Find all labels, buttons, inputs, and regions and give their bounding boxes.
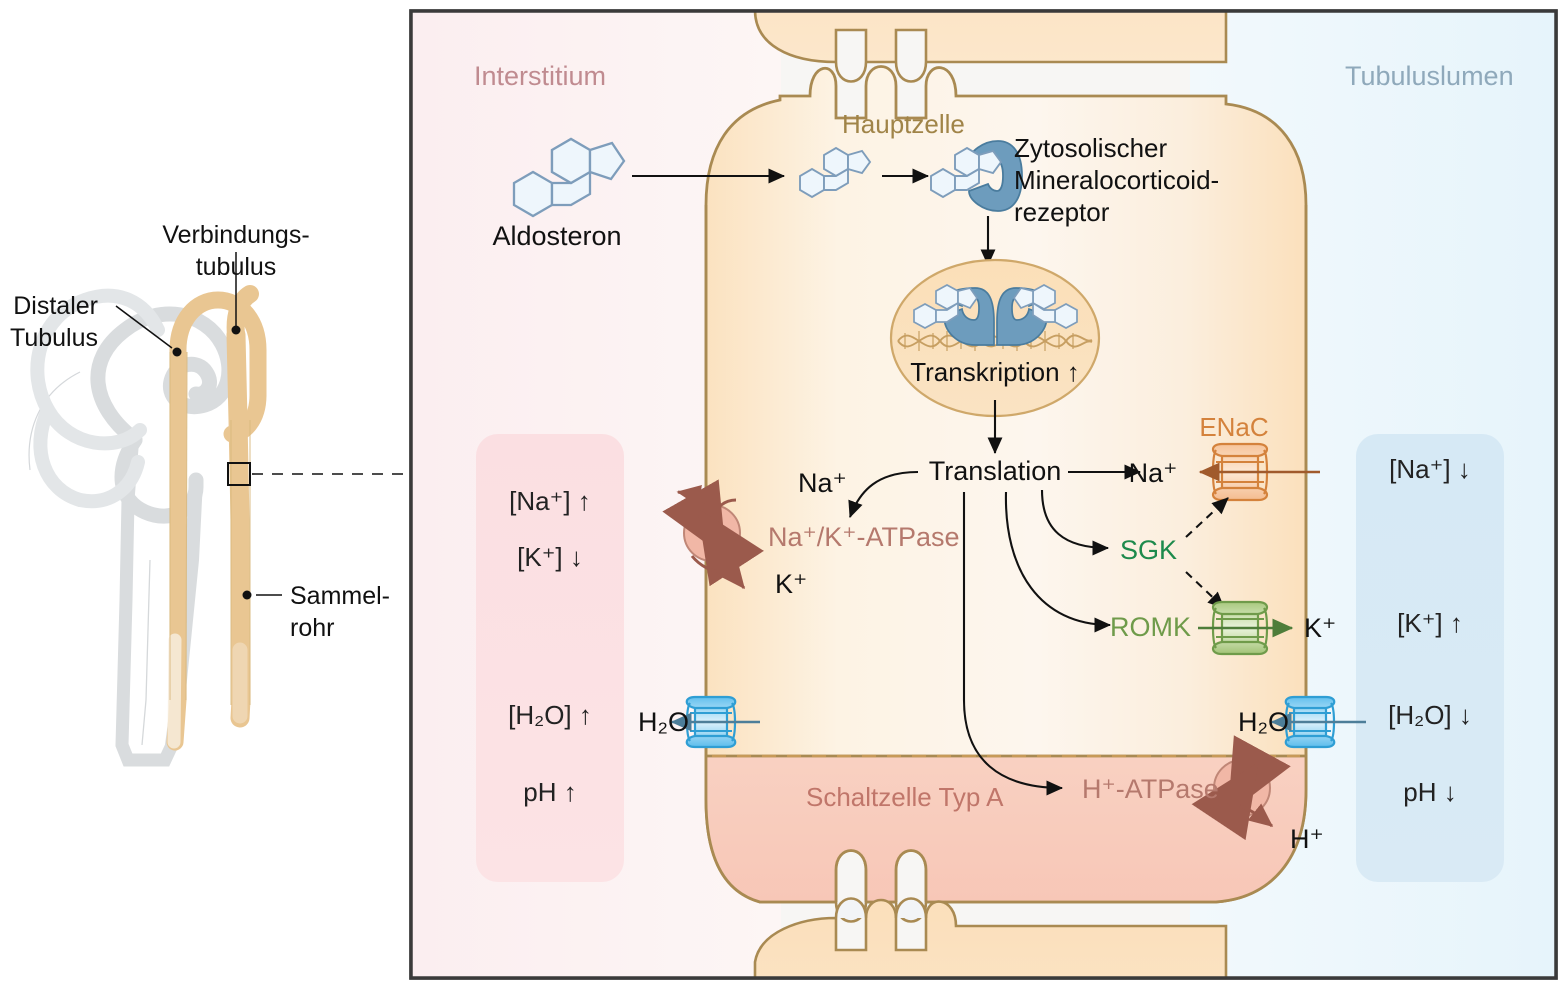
label-k-in: K⁺ — [775, 569, 807, 599]
lumen-value-h2o: [H₂O] ↓ — [1388, 700, 1472, 730]
label-sammelrohr-line1: Sammel- — [290, 582, 390, 610]
h-atpase-pump-icon — [1191, 735, 1291, 841]
lower-cell-partial — [753, 898, 1228, 978]
label-distal-tubulus-line1: Distaler — [13, 292, 98, 320]
label-verbindungstubulus-line1: Verbindungs- — [162, 221, 309, 249]
interstitium-value-k: [K⁺] ↓ — [517, 542, 583, 572]
label-tubuluslumen: Tubuluslumen — [1345, 61, 1514, 91]
interstitium-values-box — [476, 434, 624, 882]
label-sgk: SGK — [1120, 535, 1177, 565]
interstitium-value-na: [Na⁺] ↑ — [509, 486, 591, 516]
aldosterone-molecule-icon — [512, 137, 626, 218]
label-distal-tubulus-line2: Tubulus — [10, 324, 98, 352]
arrow-translation-to-sgk — [1040, 489, 1110, 556]
upper-cell-partial — [753, 11, 1228, 64]
arrow-sgk-to-enac — [1185, 497, 1229, 538]
label-translation: Translation — [929, 456, 1062, 486]
label-aldosteron: Aldosteron — [492, 221, 621, 251]
label-receptor-line2: Mineralocorticoid- — [1014, 165, 1219, 195]
label-receptor-line1: Zytosolischer — [1014, 133, 1167, 163]
label-enac: ENaC — [1199, 412, 1268, 442]
label-h-atpase: H⁺-ATPase — [1082, 774, 1219, 804]
label-receptor-line3: rezeptor — [1014, 197, 1110, 227]
label-sammelrohr-line2: rohr — [290, 614, 334, 642]
label-transkription: Transkription ↑ — [910, 357, 1080, 387]
label-interstitium: Interstitium — [474, 61, 606, 91]
lumen-values-box — [1356, 434, 1504, 882]
label-romk-k-ion: K⁺ — [1304, 613, 1336, 643]
label-h2o-left: H₂O — [638, 707, 689, 737]
interstitium-value-ph: pH ↑ — [523, 777, 576, 807]
label-h2o-right: H₂O — [1238, 707, 1289, 737]
receptor-dimer-icon — [913, 284, 1078, 346]
aldosterone-molecule-small-icon — [799, 146, 872, 199]
na-k-atpase-pump-icon — [662, 479, 764, 590]
nephron-dot-distal — [172, 347, 182, 357]
interstitium-value-h2o: [H₂O] ↑ — [508, 700, 592, 730]
panel-border — [409, 9, 1558, 980]
label-schaltzelle-typ-a: Schaltzelle Typ A — [806, 782, 1004, 812]
nephron-dot-connecting — [231, 325, 241, 335]
lumen-value-ph: pH ↓ — [1403, 777, 1456, 807]
label-romk: ROMK — [1110, 612, 1191, 642]
mineralocorticoid-receptor-icon — [930, 140, 1023, 212]
nephron-inset-box — [227, 462, 251, 486]
label-na-out: Na⁺ — [798, 468, 847, 498]
label-enac-na-ion: Na⁺ — [1129, 458, 1178, 488]
main-panel: [Na⁺] ↑ [K⁺] ↓ [H₂O] ↑ pH ↑ [Na⁺] ↓ [K⁺]… — [409, 9, 1558, 980]
lumen-value-na: [Na⁺] ↓ — [1389, 454, 1471, 484]
lumen-value-k: [K⁺] ↑ — [1397, 608, 1463, 638]
label-h-ion: H⁺ — [1290, 824, 1324, 854]
arrow-translation-to-romk — [1004, 491, 1112, 633]
label-verbindungstubulus-line2: tubulus — [196, 253, 277, 281]
nephron-schematic: Distaler Tubulus Verbindungs- tubulus Sa… — [10, 221, 410, 767]
arrow-translation-to-nakatpase — [848, 470, 919, 518]
arrow-translation-to-hatpase — [962, 492, 1064, 796]
nephron-dot-collecting — [242, 590, 252, 600]
label-na-k-atpase: Na⁺/K⁺-ATPase — [768, 522, 960, 552]
label-hauptzelle: Hauptzelle — [842, 109, 965, 139]
